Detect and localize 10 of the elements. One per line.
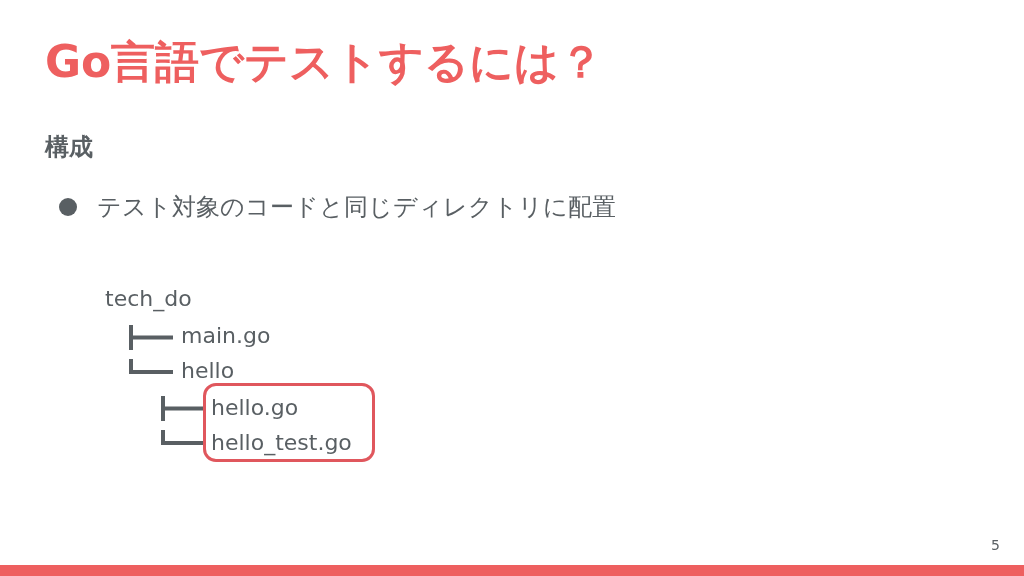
folder-name: tech_do [105, 286, 192, 313]
slide-title: Go言語でテストするには？ [45, 36, 604, 89]
highlight-box [203, 383, 375, 462]
page-number: 5 [991, 537, 1000, 554]
bullet-text: テスト対象のコードと同じディレクトリに配置 [97, 193, 616, 222]
file-name: hello.go [211, 395, 299, 422]
file-name: main.go [181, 323, 271, 350]
file-name: hello_test.go [211, 430, 352, 457]
folder-name: hello [181, 358, 235, 385]
section-heading: 構成 [45, 133, 93, 162]
